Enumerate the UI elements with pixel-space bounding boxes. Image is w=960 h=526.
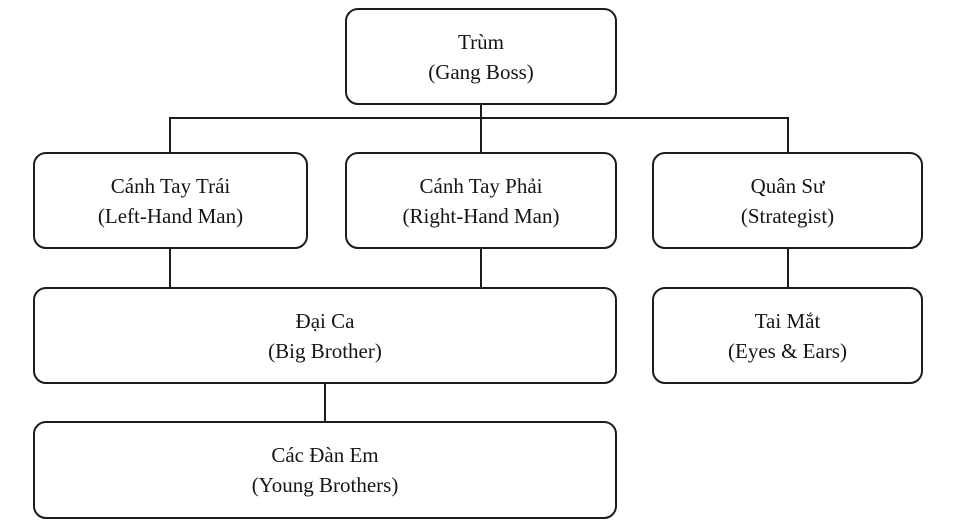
node-gang-boss-label-en: (Gang Boss) bbox=[428, 59, 534, 84]
connector-big-brother-to-young-brothers bbox=[324, 384, 326, 422]
connector-drop-left-hand bbox=[169, 117, 171, 153]
node-eyes-ears-label-vi: Tai Mắt bbox=[754, 308, 821, 333]
node-big-brother-label-vi: Đại Ca bbox=[295, 308, 355, 333]
connector-drop-right-hand bbox=[480, 117, 482, 153]
node-strategist-label-en: (Strategist) bbox=[740, 203, 835, 228]
node-young-brothers-label-en: (Young Brothers) bbox=[251, 473, 399, 497]
node-left-hand-man: Cánh Tay Trái (Left-Hand Man) bbox=[33, 152, 308, 249]
connector-boss-stem bbox=[480, 105, 482, 119]
node-big-brother-label-en: (Big Brother) bbox=[268, 338, 382, 363]
node-young-brothers-label-vi: Các Đàn Em bbox=[271, 443, 379, 467]
node-big-brother: Đại Ca (Big Brother) bbox=[33, 287, 617, 384]
node-strategist: Quân Sư (Strategist) bbox=[652, 152, 923, 249]
connector-right-hand-to-big-brother bbox=[480, 249, 482, 288]
node-strategist-label-vi: Quân Sư bbox=[750, 173, 825, 198]
node-right-hand-man-label-vi: Cánh Tay Phải bbox=[419, 173, 543, 198]
node-left-hand-man-label-en: (Left-Hand Man) bbox=[97, 203, 244, 228]
node-left-hand-man-label-vi: Cánh Tay Trái bbox=[110, 173, 231, 198]
connector-strategist-to-eyes-ears bbox=[787, 249, 789, 288]
node-eyes-ears: Tai Mắt (Eyes & Ears) bbox=[652, 287, 923, 384]
node-right-hand-man-label-en: (Right-Hand Man) bbox=[402, 203, 560, 228]
connector-drop-strategist bbox=[787, 117, 789, 153]
connector-left-hand-to-big-brother bbox=[169, 249, 171, 288]
node-eyes-ears-label-en: (Eyes & Ears) bbox=[728, 338, 847, 363]
node-gang-boss: Trùm (Gang Boss) bbox=[345, 8, 617, 105]
node-gang-boss-label-vi: Trùm bbox=[458, 29, 504, 54]
node-young-brothers: Các Đàn Em (Young Brothers) bbox=[33, 421, 617, 519]
node-right-hand-man: Cánh Tay Phải (Right-Hand Man) bbox=[345, 152, 617, 249]
connector-row2-bus bbox=[169, 117, 789, 119]
